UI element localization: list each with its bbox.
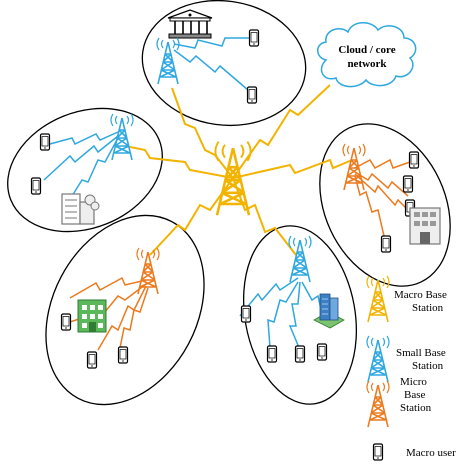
cell-bottom-mid <box>242 225 358 405</box>
cell-bottom-left <box>45 214 205 406</box>
office-building-icon <box>409 207 441 245</box>
legend-phone-icon <box>372 443 384 461</box>
macro-user-phone <box>39 133 51 151</box>
cloud-core-network: Cloud / core network <box>317 22 417 88</box>
hospital-building-icon <box>77 299 107 333</box>
macro-user-phone <box>246 86 258 104</box>
micro-base-station-bottom-left <box>136 247 160 295</box>
legend-user-label: Macro user <box>406 447 456 459</box>
legend-macro-line1: Macro Base <box>394 289 447 301</box>
factory-building-icon <box>61 193 100 225</box>
cell-top <box>141 0 307 127</box>
cloud-label-line2: network <box>347 58 387 70</box>
macro-user-phone <box>60 313 72 331</box>
small-base-station-bottom-mid <box>288 235 312 283</box>
legend-micro-line2: Base <box>404 389 426 401</box>
macro-user-phone <box>408 151 420 169</box>
cloud-label-line1: Cloud / core <box>338 44 395 56</box>
legend: Macro Base Station Small Base Station Mi… <box>366 275 456 461</box>
skyscraper-building-icon <box>313 293 345 329</box>
macro-user-phone <box>402 175 414 193</box>
macro-user-phone <box>117 346 129 364</box>
macro-user-phone <box>316 343 328 361</box>
micro-base-station-right <box>342 143 366 191</box>
macro-user-phone <box>294 345 306 363</box>
legend-macro-line2: Station <box>412 302 444 314</box>
legend-small-icon <box>366 335 390 383</box>
legend-small-line2: Station <box>412 360 444 372</box>
cell-right <box>319 123 451 287</box>
left-cell-links <box>43 131 119 197</box>
bottom-mid-cell-links <box>239 277 331 351</box>
macro-user-phone <box>266 345 278 363</box>
legend-micro-line1: Micro <box>400 376 427 388</box>
bottom-left-cell-links <box>69 276 149 351</box>
macro-user-phone <box>30 177 42 195</box>
macro-user-phone <box>86 351 98 369</box>
government-building-icon <box>167 9 213 39</box>
cell-ellipses <box>7 0 451 406</box>
top-cell-links <box>173 37 252 91</box>
right-cell-links <box>354 158 411 237</box>
macro-user-phone <box>248 29 260 47</box>
legend-micro-icon <box>366 380 390 428</box>
legend-micro-line3: Station <box>400 402 432 414</box>
macro-user-phone <box>240 305 252 323</box>
macro-user-phone <box>380 235 392 253</box>
cell-left <box>7 107 163 233</box>
small-base-station-left <box>110 113 134 161</box>
legend-small-line1: Small Base <box>396 347 446 359</box>
